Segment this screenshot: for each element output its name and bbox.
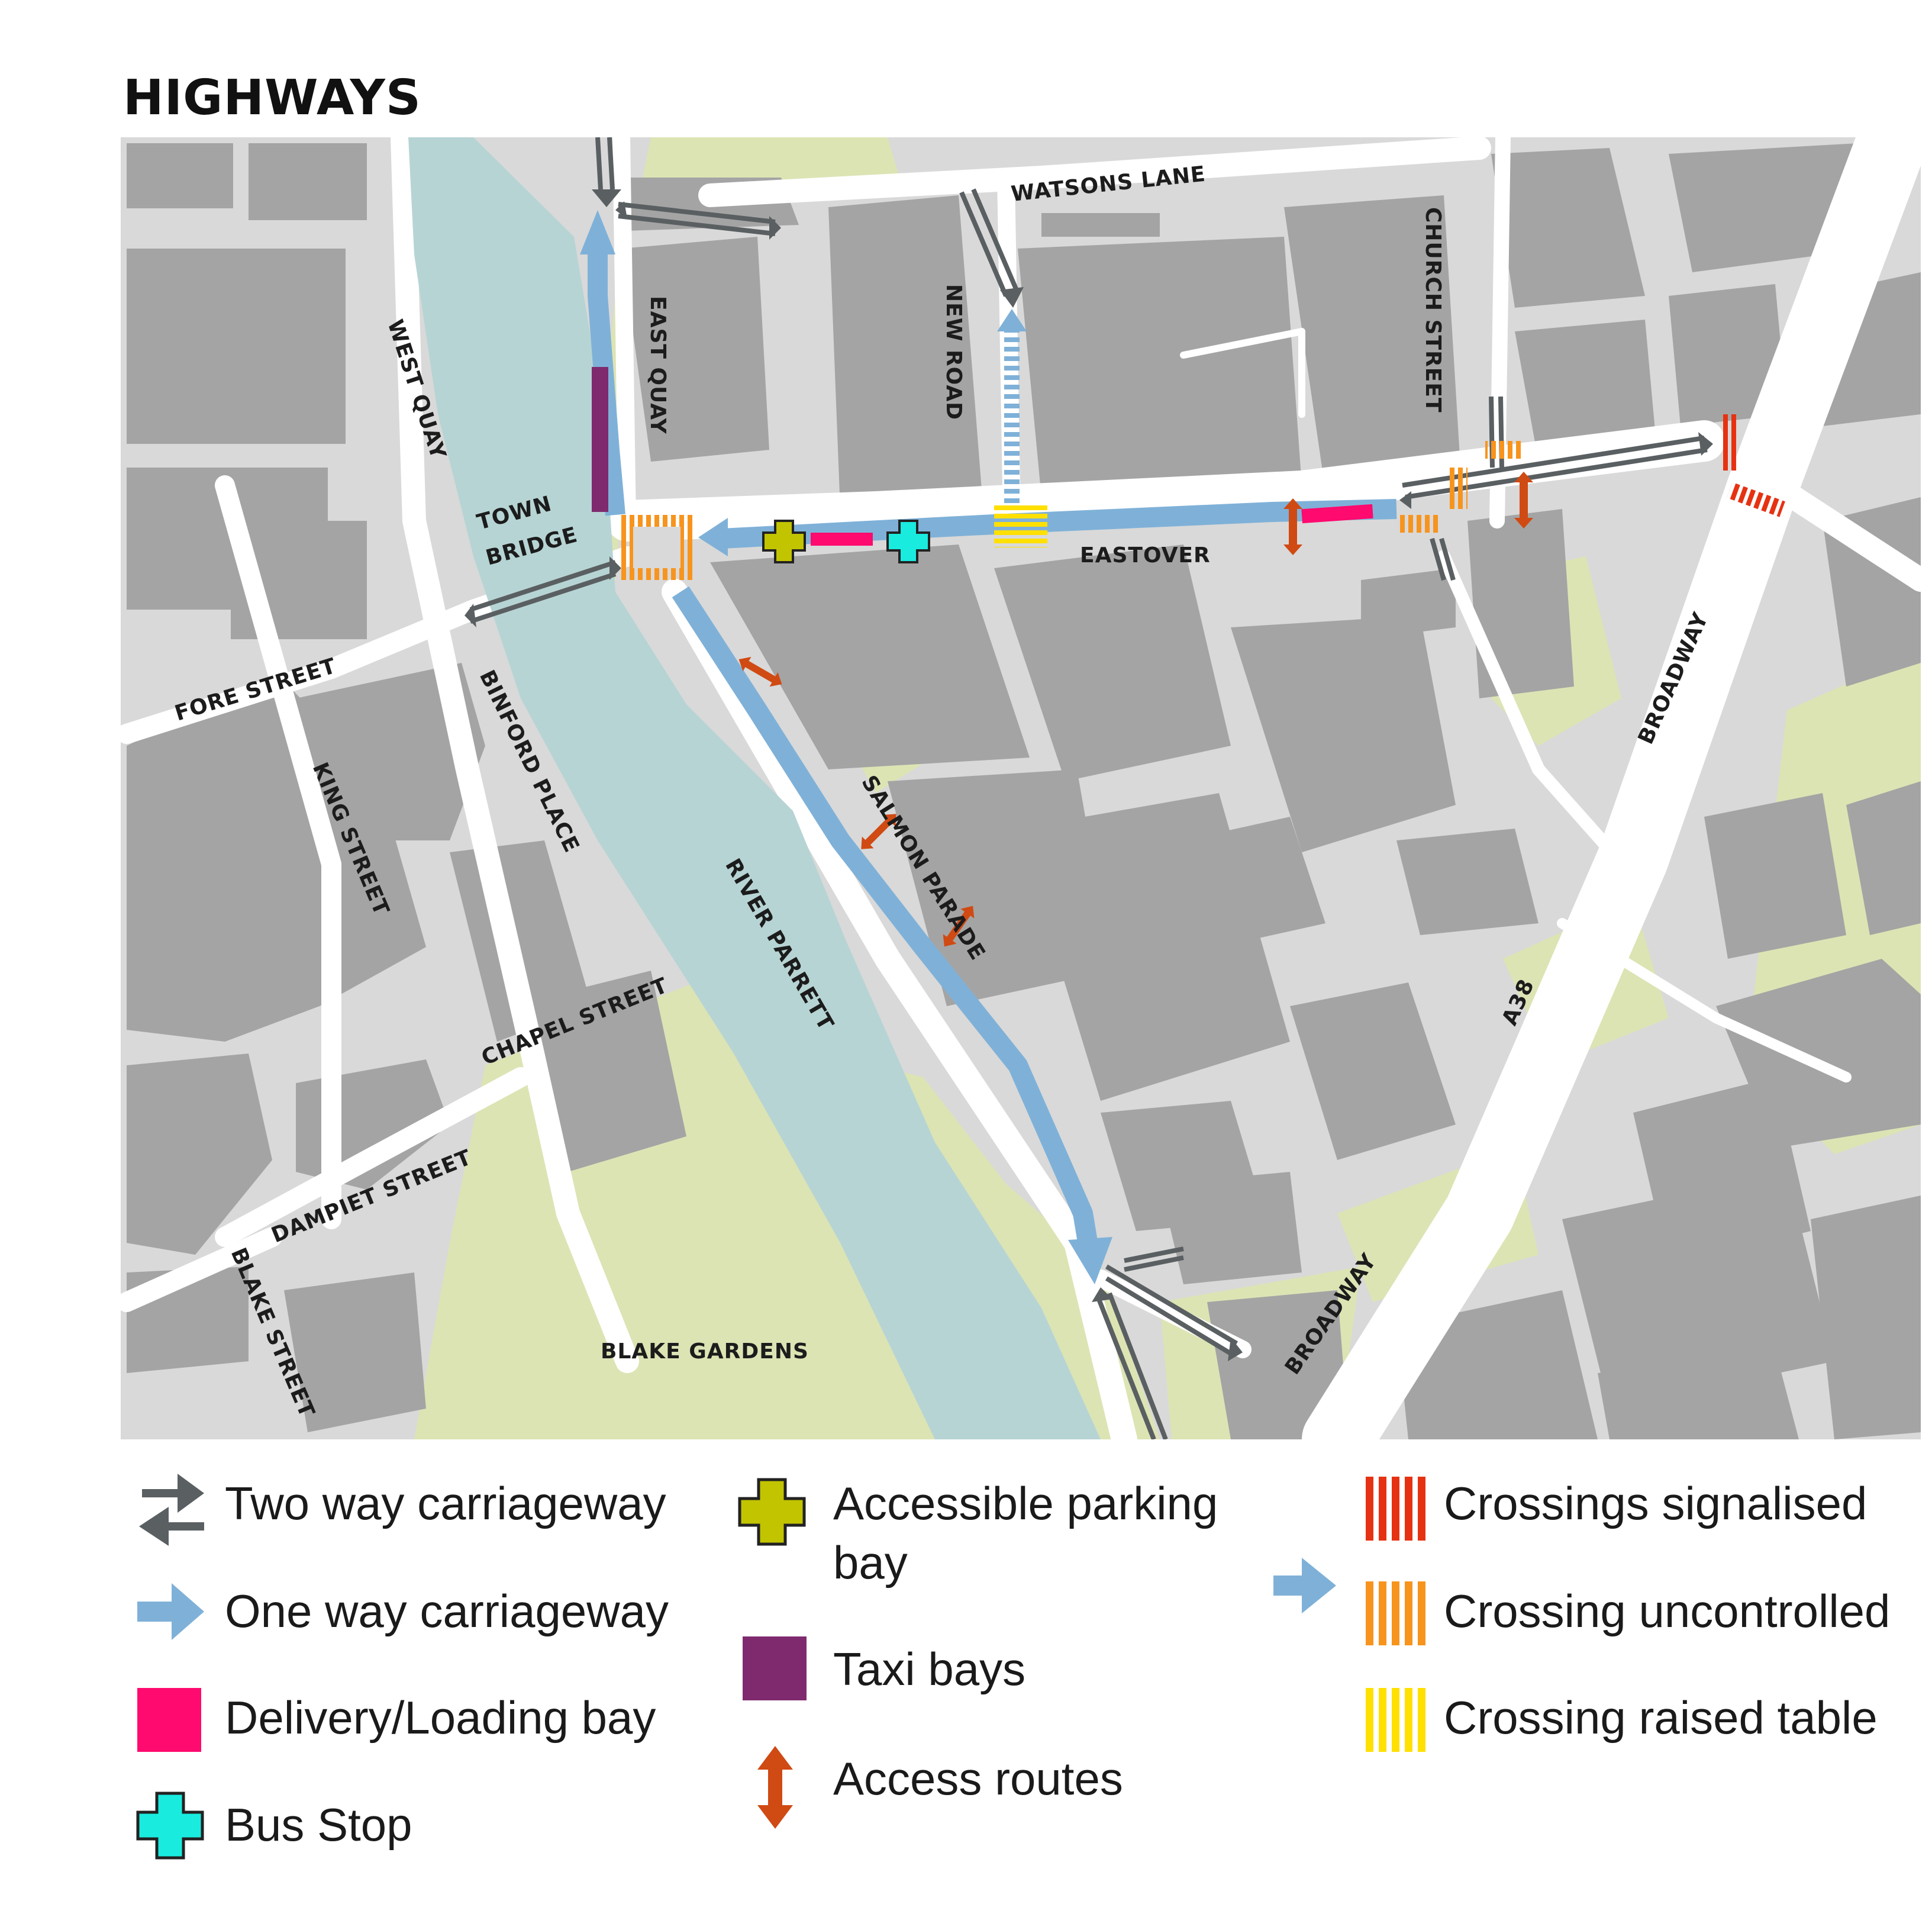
two-way-routes: [469, 137, 1708, 1439]
access-route-markers: [738, 472, 1533, 947]
bus-stop-marker: [886, 520, 930, 563]
crossing-uncontrolled-legend-icon: [1366, 1581, 1425, 1645]
access-routes-legend-icon: [757, 1746, 793, 1829]
crossings-signalised: [1722, 414, 1785, 517]
legend-crossing-uncontrolled: Crossing uncontrolled: [1444, 1585, 1891, 1637]
two-way-legend-icon: [139, 1474, 204, 1546]
label-east-quay: EAST QUAY: [646, 296, 670, 434]
label-church-street: CHURCH STREET: [1421, 207, 1445, 413]
delivery-bays: [811, 504, 1373, 546]
label-new-road: NEW ROAD: [941, 284, 966, 420]
legend-crossings-signalised: Crossings signalised: [1444, 1477, 1868, 1529]
one-way-arrow-south: [1068, 1237, 1112, 1284]
legend-access-routes: Access routes: [833, 1752, 1123, 1805]
crossings-uncontrolled: [618, 441, 1524, 580]
legend-accessible-parking-line2: bay: [833, 1536, 908, 1589]
accessible-parking-marker: [762, 520, 806, 563]
bus-stop-legend-icon: [136, 1792, 204, 1860]
legend-bus-stop: Bus Stop: [225, 1799, 412, 1851]
river-parrett: [408, 137, 1101, 1439]
legend-symbols: [136, 1474, 1425, 1860]
map-base: WATSONS LANE NEW ROAD EAST QUAY CHURCH S…: [121, 137, 1921, 1439]
page-title: HIGHWAYS: [123, 70, 421, 126]
delivery-legend-icon: [137, 1688, 201, 1752]
label-eastover: EASTOVER: [1080, 543, 1211, 568]
legend-accessible-parking-line1: Accessible parking: [833, 1477, 1218, 1529]
legend-crossing-raised: Crossing raised table: [1444, 1692, 1878, 1744]
legend-one-way: One way carriageway: [225, 1585, 669, 1637]
one-way-dashed-new-road: [997, 309, 1027, 503]
taxi-legend-icon: [743, 1636, 807, 1700]
label-blake-gardens: BLAKE GARDENS: [601, 1339, 809, 1364]
crossing-raised-table-legend-icon: [1366, 1688, 1425, 1752]
taxi-bay: [592, 367, 608, 512]
legend-taxi: Taxi bays: [833, 1643, 1026, 1695]
crossing-raised-table: [994, 503, 1047, 547]
crossings-signalised-legend-icon: [1366, 1477, 1425, 1541]
legend-delivery: Delivery/Loading bay: [225, 1692, 656, 1744]
accessible-parking-legend-icon: [738, 1478, 806, 1546]
two-way-arrowheads: [465, 189, 1713, 1361]
one-way-arrow-north: [580, 210, 615, 254]
legend-two-way: Two way carriageway: [225, 1477, 666, 1529]
arrow-legend-icon: [1273, 1558, 1336, 1613]
one-way-arrow-west: [698, 518, 728, 556]
one-way-legend-icon: [137, 1583, 204, 1640]
